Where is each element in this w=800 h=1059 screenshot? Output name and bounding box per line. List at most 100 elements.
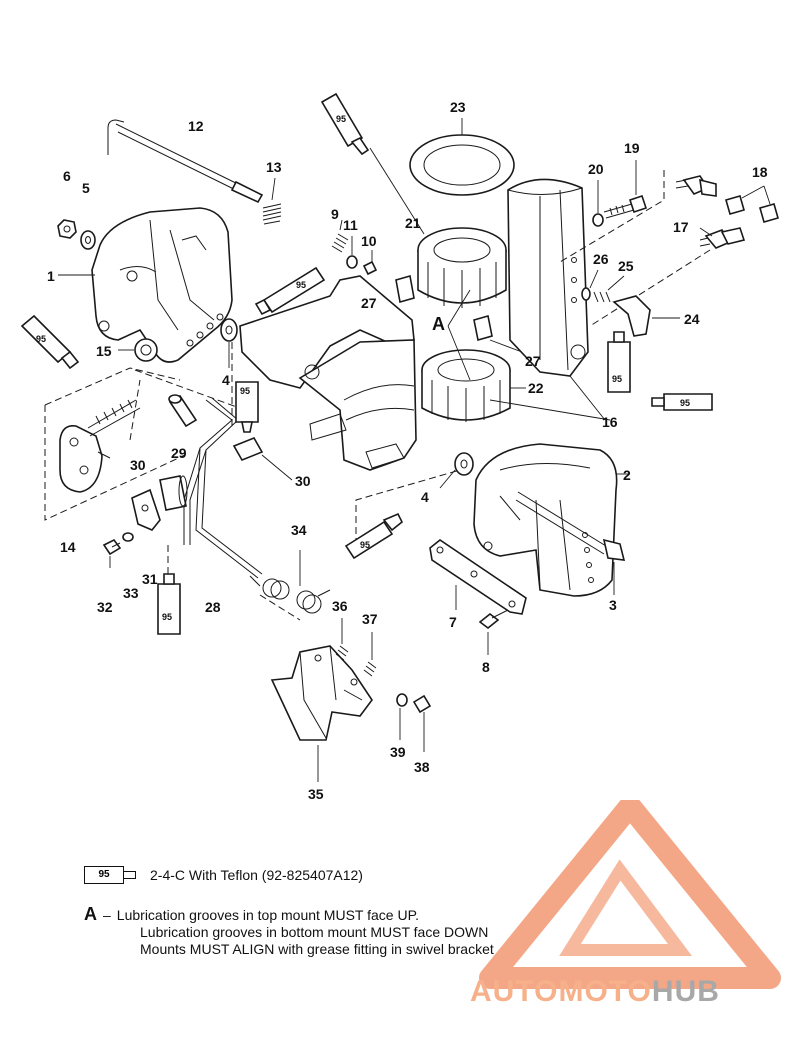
- note-line-3: Mounts MUST ALIGN with grease fitting in…: [140, 941, 494, 957]
- callout-23: 23: [450, 99, 466, 115]
- part-18-cap-lower: [741, 185, 779, 223]
- svg-text:95: 95: [680, 398, 690, 408]
- callout-14: 14: [60, 539, 76, 555]
- part-2-clamp-bracket-starboard: [473, 443, 630, 597]
- part-38-screw: [412, 694, 432, 752]
- part-27-pad-lower: [473, 314, 523, 353]
- callout-a: A: [432, 314, 445, 334]
- lube-tube-lower-center: 95: [344, 512, 404, 560]
- callout-30-lower: 30: [130, 457, 146, 473]
- lubricant-legend: 95 2-4-C With Teflon (92-825407A12): [84, 862, 764, 888]
- part-7-anode-plate: [429, 539, 527, 615]
- callout-9: 9: [331, 206, 339, 222]
- callout-29: 29: [171, 445, 187, 461]
- part-26-washer: [581, 269, 599, 301]
- callout-19: 19: [624, 140, 640, 156]
- part-22-bottom-mount: [421, 349, 526, 422]
- part-32-screw: [102, 538, 122, 568]
- callout-20: 20: [588, 161, 604, 177]
- part-25-spring: [593, 275, 625, 303]
- callout-4-upper: 4: [222, 372, 230, 388]
- svg-text:95: 95: [612, 374, 622, 384]
- note-line-2: Lubrication grooves in bottom mount MUST…: [140, 924, 489, 940]
- callout-17: 17: [673, 219, 689, 235]
- part-23-ring: [409, 118, 515, 196]
- callout-28: 28: [205, 599, 221, 615]
- part-20-washer: [592, 180, 604, 227]
- part-19-bolt: [603, 160, 648, 219]
- part-33-lockwasher: [122, 532, 134, 542]
- watermark-logo-triangle: [479, 800, 781, 989]
- part-35-tilt-lock-bracket: [270, 645, 373, 782]
- callout-31: 31: [142, 571, 158, 587]
- callout-24: 24: [684, 311, 700, 327]
- callout-11: 11: [343, 217, 358, 233]
- part-12-tilt-lock-rod: [107, 119, 264, 204]
- part-10-screw: [362, 250, 378, 276]
- lube-tube-upper: 95: [320, 92, 370, 156]
- lube-tube-left: 95: [20, 314, 80, 370]
- callout-5: 5: [82, 180, 90, 196]
- part-5-washer: [80, 230, 96, 250]
- legend-text: 2-4-C With Teflon (92-825407A12): [150, 867, 363, 883]
- dashed-alignment-lines: [231, 342, 461, 621]
- callout-27-lower: 27: [525, 353, 541, 369]
- callout-13: 13: [266, 159, 282, 175]
- callout-18: 18: [752, 164, 768, 180]
- callout-21: 21: [405, 215, 421, 231]
- part-30-bushing-lower: [159, 475, 188, 511]
- svg-text:95: 95: [162, 612, 172, 622]
- callout-10: 10: [361, 233, 377, 249]
- callout-4-right: 4: [421, 489, 429, 505]
- lube-tube-right-horizontal: 95: [651, 393, 713, 411]
- callout-15: 15: [96, 343, 112, 359]
- part-18-cap-upper: [725, 195, 745, 215]
- lube-tube-icon: 95: [84, 866, 140, 884]
- callout-36: 36: [332, 598, 348, 614]
- callout-3: 3: [609, 597, 617, 613]
- callout-25: 25: [618, 258, 634, 274]
- part-4-washer-upper: [220, 318, 238, 368]
- callout-16: 16: [602, 414, 618, 430]
- part-9-spring: [331, 219, 349, 253]
- part-34-spring: [249, 550, 331, 614]
- part-swivel-bracket: [239, 275, 417, 471]
- legend-row: 95 2-4-C With Teflon (92-825407A12): [84, 862, 764, 888]
- part-17-grease-fitting-lower: [699, 227, 746, 249]
- legend-tube-label: 95: [84, 866, 124, 884]
- callout-12: 12: [188, 118, 204, 134]
- part-37-spring: [363, 632, 377, 677]
- callout-1: 1: [47, 268, 55, 284]
- callout-7: 7: [449, 614, 457, 630]
- watermark-text-part2: HUB: [651, 975, 720, 1008]
- lube-tube-lower-left: 95: [157, 573, 181, 635]
- callout-2: 2: [623, 467, 631, 483]
- callout-27-upper: 27: [361, 295, 377, 311]
- part-29-bushing: [168, 394, 198, 428]
- part-14-tilt-lock-lever: [59, 399, 141, 493]
- part-24-lever: [612, 295, 680, 337]
- callout-6: 6: [63, 168, 71, 184]
- callout-8: 8: [482, 659, 490, 675]
- callout-32: 32: [97, 599, 113, 615]
- callout-30-upper: 30: [295, 473, 311, 489]
- svg-text:95: 95: [36, 334, 46, 344]
- part-16-swivel-housing: [489, 178, 611, 421]
- part-30-bushing-upper: [232, 436, 293, 481]
- callout-39: 39: [390, 744, 406, 760]
- lube-tube-vertical-center: 95: [235, 381, 259, 433]
- part-8-screw: [478, 609, 509, 655]
- part-36-spring: [335, 618, 349, 661]
- part-1-clamp-bracket-port: [58, 207, 233, 363]
- svg-text:95: 95: [360, 540, 370, 550]
- callout-labels: 1 2 3 4 4 5 6 7 8 9 10 11 12 13 14 15 16…: [47, 99, 768, 802]
- svg-text:95: 95: [240, 386, 250, 396]
- callout-33: 33: [123, 585, 139, 601]
- part-27-pad-upper: [395, 274, 415, 304]
- callout-26: 26: [593, 251, 609, 267]
- watermark-text-part1: AUTOMOTO: [470, 975, 652, 1008]
- svg-text:95: 95: [336, 114, 346, 124]
- part-3-through-bolt: [515, 491, 626, 595]
- part-4-washer-right: [439, 452, 474, 489]
- callout-38: 38: [414, 759, 430, 775]
